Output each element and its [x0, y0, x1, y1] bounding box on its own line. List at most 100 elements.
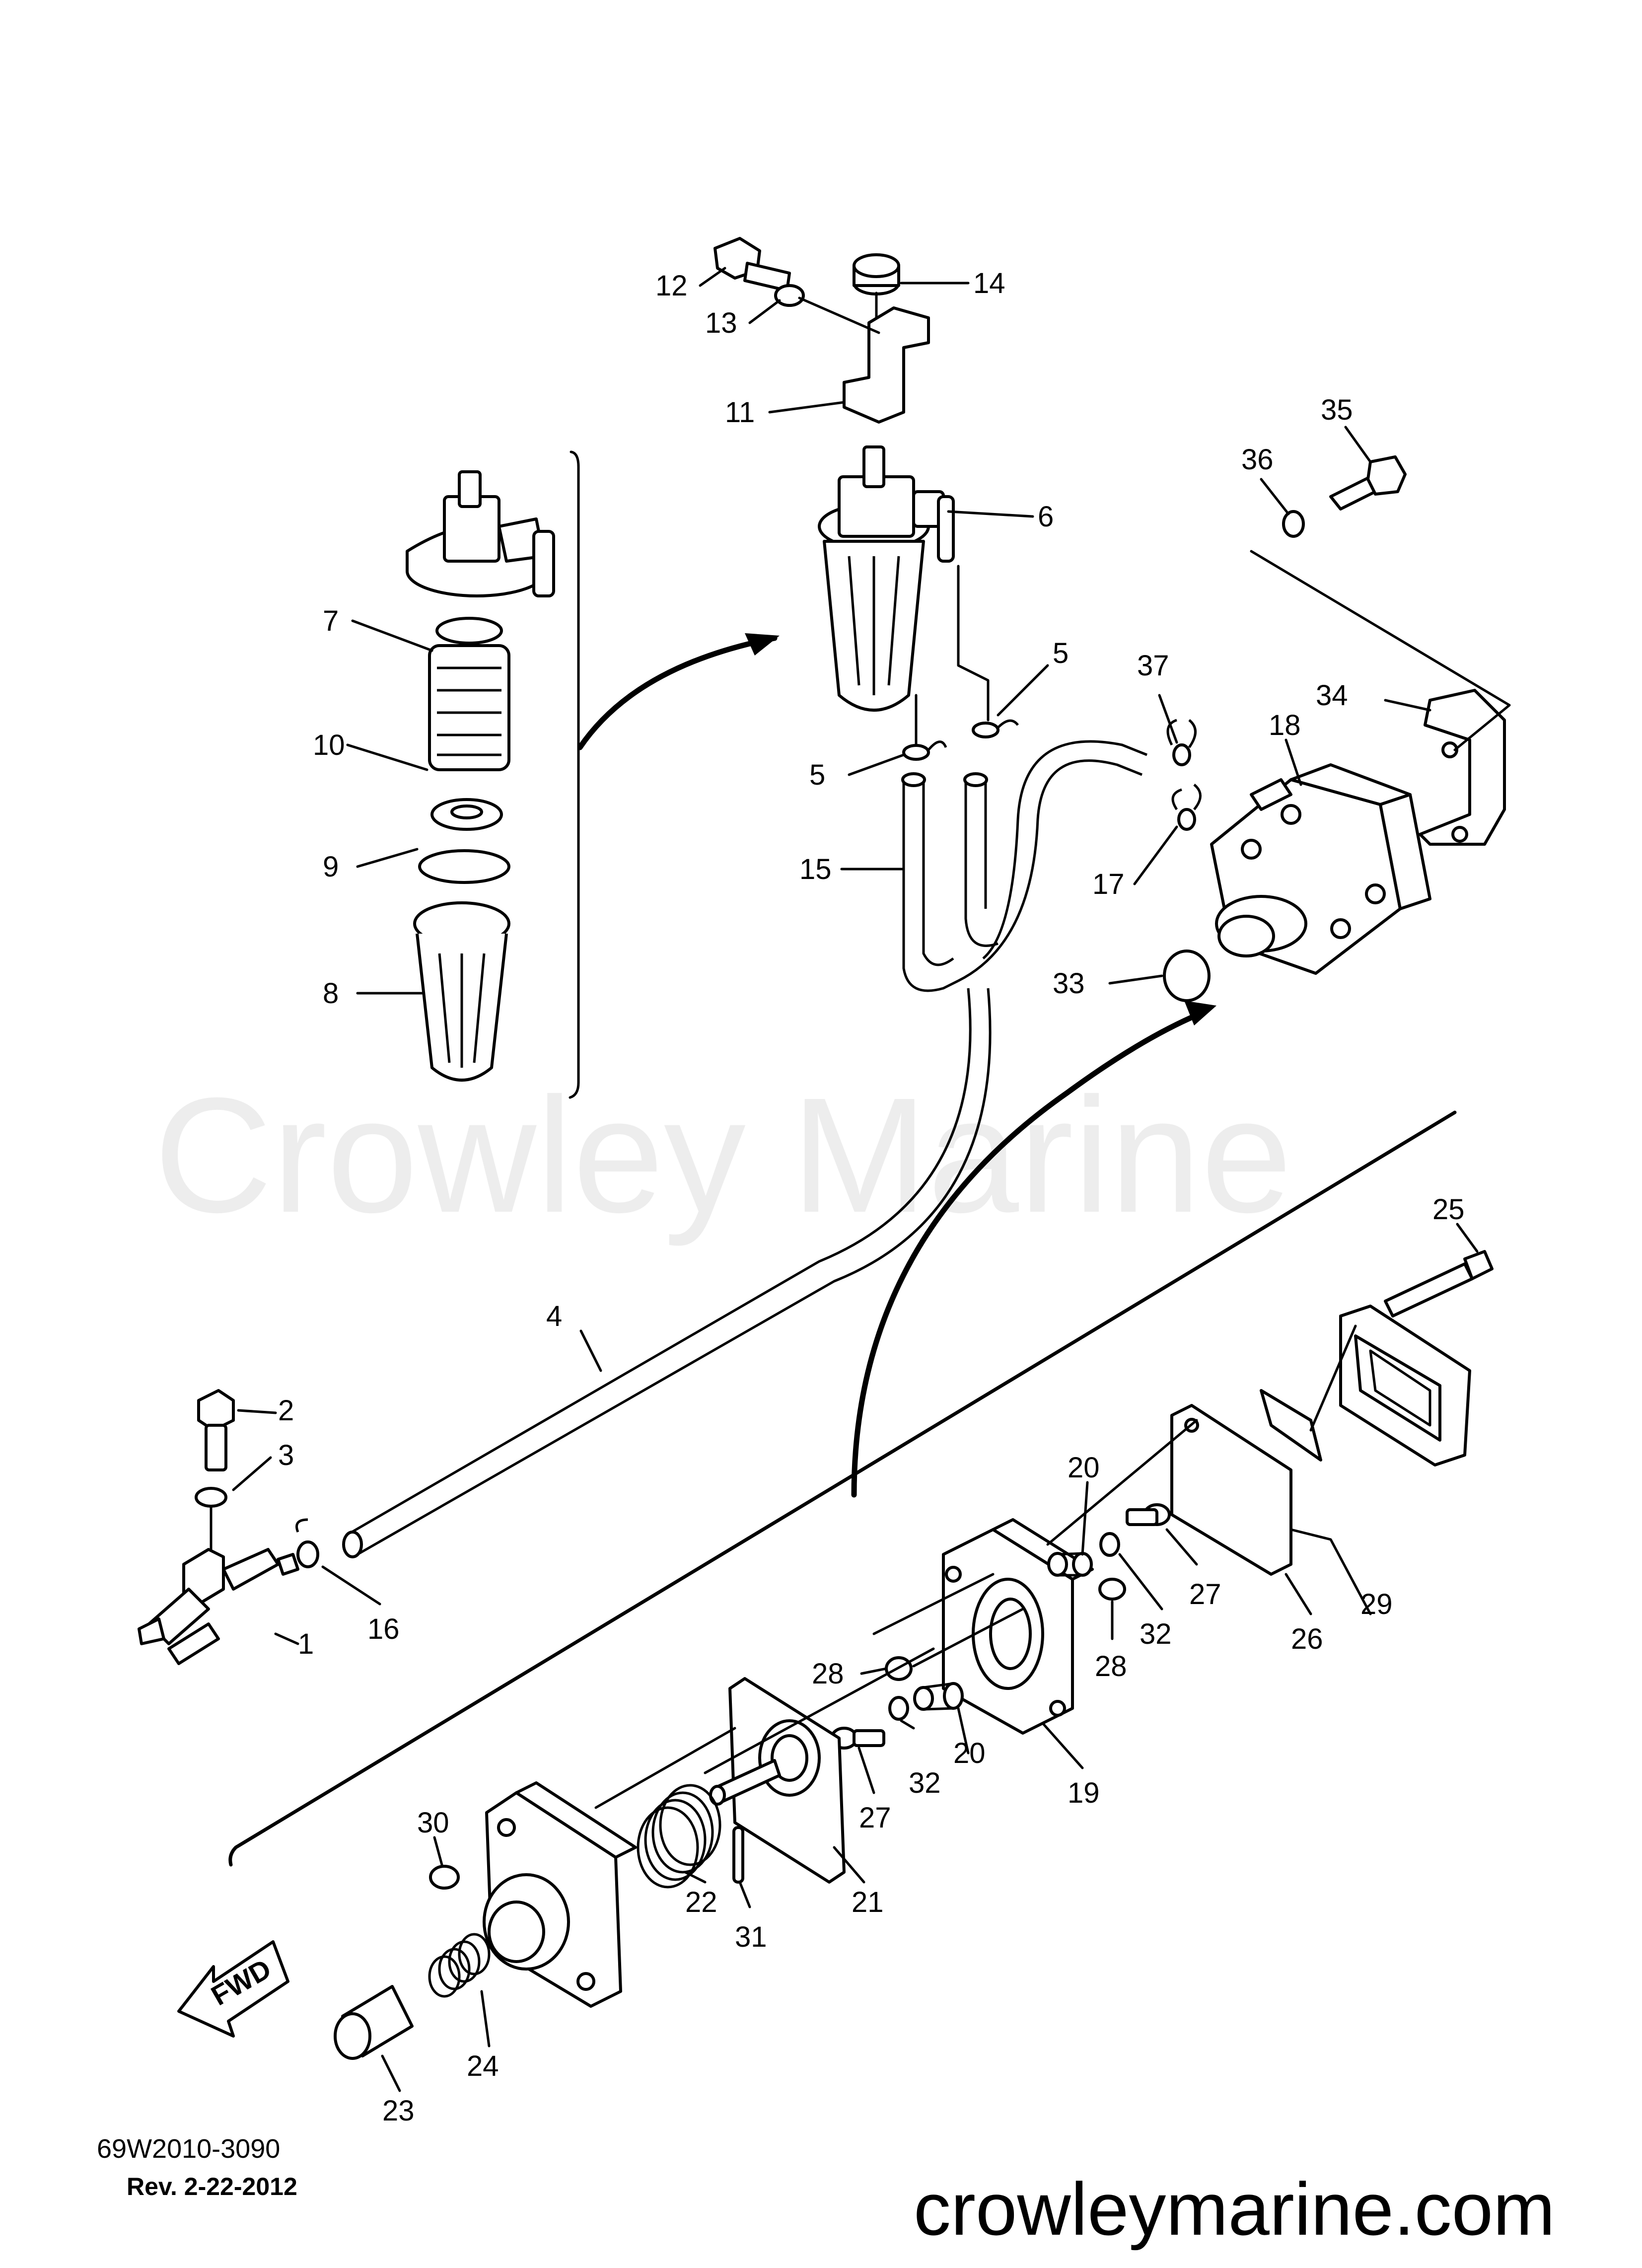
callout-35: 35: [1321, 394, 1353, 426]
bracket-11: [843, 306, 930, 424]
callout-14: 14: [973, 267, 1005, 299]
callout-27-upper: 27: [1189, 1578, 1221, 1610]
website: crowleymarine.com: [914, 2167, 1555, 2251]
detail-arrow-line: [577, 635, 778, 750]
filter-cup-8: [413, 901, 510, 1082]
clip-37: [1166, 719, 1197, 766]
callout-9: 9: [323, 851, 339, 883]
callout-25: 25: [1432, 1193, 1465, 1226]
callout-5-upper: 5: [1053, 637, 1069, 669]
filter-head-detail: [406, 470, 555, 597]
callout-28-right: 28: [1095, 1650, 1127, 1683]
assembly-lines: [594, 1324, 1357, 1809]
o-ring-33: [1163, 950, 1211, 1002]
callout-23: 23: [382, 2095, 415, 2127]
callout-11: 11: [725, 396, 755, 429]
filter-element-7: [428, 617, 510, 771]
callout-16: 16: [367, 1613, 400, 1645]
callout-20-upper: 20: [1068, 1452, 1100, 1484]
callout-24: 24: [467, 2050, 499, 2082]
washer-3: [195, 1487, 227, 1508]
joint-1: [138, 1548, 299, 1665]
clip-5-lower: [902, 740, 947, 761]
callout-21: 21: [852, 1886, 884, 1918]
pump-cover: [483, 1781, 637, 2008]
callout-20-lower: 20: [953, 1737, 986, 1769]
callout-32-upper: 32: [1140, 1618, 1172, 1650]
spring-22: [637, 1784, 721, 1889]
pump-body-19: [942, 1518, 1094, 1735]
washer-36: [1282, 510, 1305, 538]
callout-29: 29: [1360, 1588, 1393, 1620]
detail-bracket: [569, 450, 580, 1099]
nut-10: [430, 798, 503, 831]
callout-22: 22: [685, 1886, 717, 1918]
watermark: Crowley Marine: [154, 1063, 1292, 1247]
hose-guides: [915, 565, 990, 746]
o-ring-9: [418, 849, 510, 884]
detail-arrow-head: [745, 633, 780, 656]
nut-28-upper: [1098, 1578, 1126, 1601]
nut-30: [429, 1865, 460, 1890]
callout-27-lower: 27: [859, 1802, 891, 1834]
fwd-arrow: FWD: [177, 1940, 289, 2038]
washer-13: [774, 284, 805, 307]
cover-29: [1339, 1305, 1471, 1466]
callout-7: 7: [323, 605, 339, 637]
leader-28-body: [912, 1608, 1024, 1668]
callout-leaders: [232, 267, 1479, 2092]
revision: Rev. 2-22-2012: [127, 2173, 297, 2200]
callout-33: 33: [1053, 967, 1085, 1000]
callout-10: 10: [313, 729, 345, 761]
callout-4: 4: [546, 1300, 562, 1332]
callout-13: 13: [705, 307, 737, 339]
callout-15: 15: [799, 853, 832, 885]
clip-5-upper: [972, 719, 1019, 738]
callout-37: 37: [1137, 650, 1169, 682]
nut-14: [853, 253, 900, 295]
part-code: 69W2010-3090: [97, 2134, 280, 2164]
bolt-25: [1384, 1250, 1494, 1317]
leader-13-11: [798, 296, 880, 334]
washer-32-lower: [888, 1696, 909, 1721]
callout-1: 1: [298, 1628, 314, 1660]
callout-26: 26: [1291, 1623, 1323, 1655]
fuel-filter-6: [818, 445, 955, 712]
gasket-section-29: [1260, 1389, 1322, 1462]
callout-19: 19: [1068, 1777, 1100, 1809]
washer-32-upper: [1099, 1532, 1120, 1557]
diaphragm-21: [709, 1677, 846, 1884]
callout-30: 30: [417, 1807, 449, 1839]
callout-labels: 1 2 3 4 5 5 6 7 8 9 10 11 12 13 14 15 16…: [278, 267, 1465, 2127]
spring-24: [428, 1933, 491, 1998]
callout-2: 2: [278, 1394, 294, 1427]
hose-15: [901, 740, 1147, 992]
callout-36: 36: [1241, 443, 1274, 476]
callout-3: 3: [278, 1439, 294, 1471]
callout-8: 8: [323, 977, 339, 1010]
fuel-pump-18: [1210, 763, 1431, 975]
pump-arrow-line: [851, 1010, 1205, 1498]
callout-34: 34: [1316, 679, 1348, 712]
callout-31: 31: [735, 1921, 767, 1953]
hose-4: [342, 988, 992, 1558]
pump-arrow-head: [1184, 1001, 1216, 1025]
clip-16: [295, 1518, 319, 1568]
screw-27-upper: [1126, 1503, 1171, 1526]
leader-35-34: [1250, 550, 1511, 751]
valve-20-upper: [1047, 1552, 1093, 1577]
callout-5-lower: 5: [809, 759, 825, 791]
section-divider: [228, 1110, 1457, 1867]
bolt-12: [714, 237, 791, 292]
bolt-35: [1329, 455, 1407, 511]
callout-18: 18: [1269, 709, 1301, 741]
plunger-23: [334, 1985, 414, 2060]
callout-32-lower: 32: [909, 1767, 941, 1799]
callout-12: 12: [655, 270, 688, 302]
gasket-26: [1170, 1404, 1292, 1576]
bracket-34: [1419, 689, 1506, 846]
screw-27-lower: [830, 1727, 885, 1750]
pin-31: [732, 1826, 744, 1884]
callout-28-left: 28: [812, 1658, 844, 1690]
